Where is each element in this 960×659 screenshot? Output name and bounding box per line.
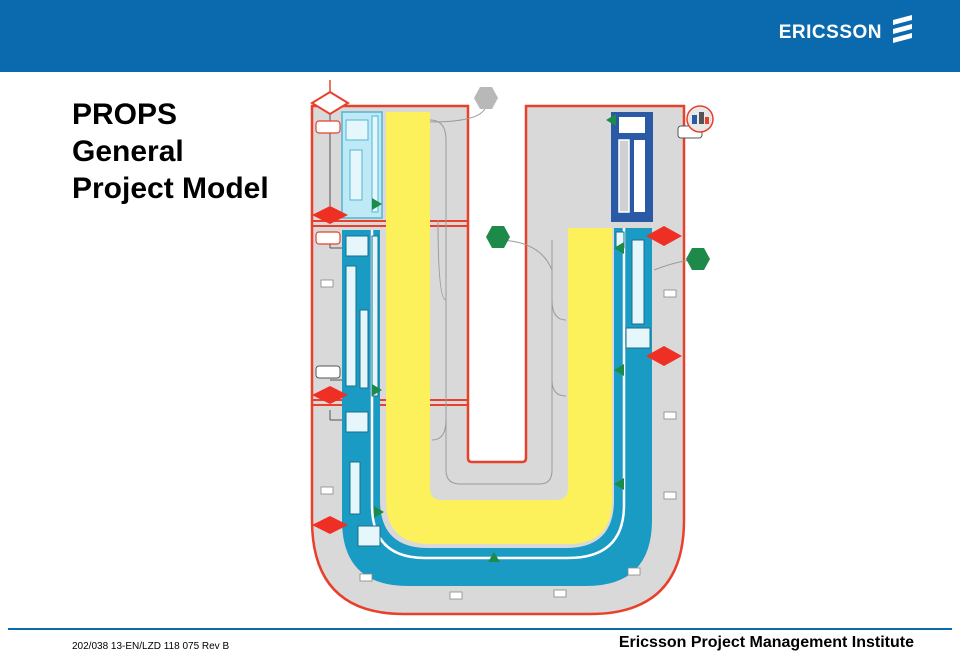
title-line-2: General <box>72 135 184 168</box>
yellow-core <box>386 112 612 544</box>
document-number: 202/038 13-EN/LZD 118 075 Rev B <box>72 641 230 652</box>
track-arrow <box>372 198 382 210</box>
title-line-3: Project Model <box>72 172 269 205</box>
ericsson-logo-icon <box>893 15 912 43</box>
decision-diamond-2 <box>312 206 348 224</box>
decision-diamond-3 <box>312 386 348 404</box>
gray-hexagon <box>474 87 498 109</box>
title-line-1: PROPS <box>72 98 178 131</box>
footer-divider <box>8 628 952 630</box>
green-hexagon-1 <box>486 226 510 248</box>
decision-diamond-4 <box>312 516 348 534</box>
decision-diamond-6 <box>646 346 682 366</box>
brand-name: ERICSSON <box>778 22 882 43</box>
institute-name: Ericsson Project Management Institute <box>618 634 914 651</box>
green-hexagon-2 <box>686 248 710 270</box>
page-title: PROPS General Project Model <box>72 96 269 207</box>
header-bar <box>0 0 960 72</box>
decision-diamond-5 <box>646 226 682 246</box>
